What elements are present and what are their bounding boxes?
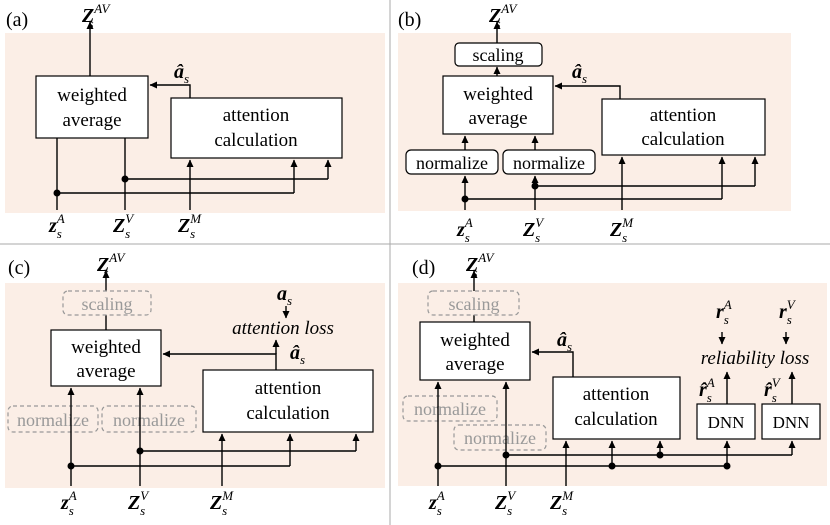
panel-a-za-junction	[53, 189, 61, 197]
panel-b-scaling-box	[454, 42, 543, 67]
panel-a-attention-calculation-box	[170, 97, 343, 159]
panel-d-dnn-a-box	[696, 403, 756, 440]
panel-b-zv-junction	[531, 182, 539, 190]
panel-c-scaling-box	[62, 290, 152, 316]
panel-d-za-junction	[434, 462, 442, 470]
panel-c-a-target-symbol: as	[277, 283, 292, 308]
panel-b-weighted-average-box	[442, 75, 554, 135]
panel-b-normalize-a-box	[405, 149, 499, 175]
panel-d-scaling-box	[427, 290, 520, 316]
panel-c-normalize-a-label: normalize	[17, 410, 89, 430]
panel-b-za-junction	[461, 195, 469, 203]
panel-d-label: (d)	[412, 257, 435, 279]
panel-d-dnn-v-label: DNN	[773, 413, 810, 432]
panel-a-ahat-symbol: âs	[174, 61, 189, 86]
panel-c-attention-loss-label: attention loss	[232, 318, 334, 339]
panel-d-attention-calculation-box	[552, 376, 681, 440]
panel-b-ahat-symbol: âs	[572, 61, 587, 86]
panel-b-weighted-label: weighted	[463, 84, 533, 105]
panel-b-calculation-label: calculation	[641, 129, 725, 150]
panel-b-scaling-label: scaling	[473, 45, 524, 65]
panel-b-average-label: average	[468, 108, 527, 129]
panel-a-weighted-label: weighted	[57, 85, 127, 106]
panel-a-attention-label: attention	[223, 105, 290, 126]
panel-d-zv-junction	[502, 451, 510, 459]
panel-c-attention-calculation-box	[202, 369, 374, 433]
panel-d-ahat-symbol: âs	[557, 329, 572, 354]
panel-d-normalize-v-box	[453, 424, 547, 451]
panel-d-weighted-average-box	[419, 321, 531, 381]
panel-c-weighted-label: weighted	[71, 337, 141, 358]
panel-c-calculation-label: calculation	[246, 403, 330, 424]
panel-d-reliability-loss-label: reliability loss	[701, 348, 810, 369]
panel-c-normalize-v-box	[101, 405, 197, 433]
panel-a-weighted-average-box	[35, 75, 149, 139]
panel-c-za-junction	[67, 462, 75, 470]
panel-b-normalize-v-box	[502, 149, 596, 175]
panel-d-dnn-a-label: DNN	[708, 413, 745, 432]
panel-d-ahat-arrow	[531, 348, 574, 377]
panel-d-normalize-a-box	[402, 395, 498, 422]
panel-b-normalize-v-label: normalize	[513, 153, 585, 173]
panel-c-normalize-v-label: normalize	[113, 410, 185, 430]
panel-b-ahat-arrow	[554, 82, 621, 99]
panel-c-weighted-average-box	[50, 329, 162, 387]
panel-d-attention-label: attention	[583, 384, 650, 405]
panel-b-attention-label: attention	[650, 105, 717, 126]
panel-b-attention-calculation-box	[601, 98, 766, 156]
panel-a-calculation-label: calculation	[214, 130, 298, 151]
panel-c-normalize-a-box	[7, 405, 99, 433]
panel-d-scaling-label: scaling	[449, 294, 500, 314]
panel-c-zv-junction	[136, 447, 144, 455]
panel-a-label: (a)	[6, 9, 28, 31]
panel-d-average-label: average	[445, 354, 504, 375]
panel-a-average-label: average	[62, 110, 121, 131]
panel-a-zv-junction	[121, 175, 129, 183]
panel-b-normalize-a-label: normalize	[416, 153, 488, 173]
panel-b-label: (b)	[398, 9, 421, 31]
panel-d-weighted-label: weighted	[440, 330, 510, 351]
panel-d-normalize-a-label: normalize	[414, 399, 486, 419]
panel-d-normalize-v-label: normalize	[464, 428, 536, 448]
panel-d-dnn-v-box	[761, 403, 821, 440]
panel-c-average-label: average	[76, 361, 135, 382]
panel-c-attention-label: attention	[255, 378, 322, 399]
panel-a-ahat-arrow	[149, 81, 191, 98]
panel-d-calculation-label: calculation	[574, 409, 658, 430]
panel-c-label: (c)	[8, 257, 30, 279]
panel-c-scaling-label: scaling	[82, 294, 133, 314]
panel-c-ahat-symbol: âs	[290, 342, 305, 367]
